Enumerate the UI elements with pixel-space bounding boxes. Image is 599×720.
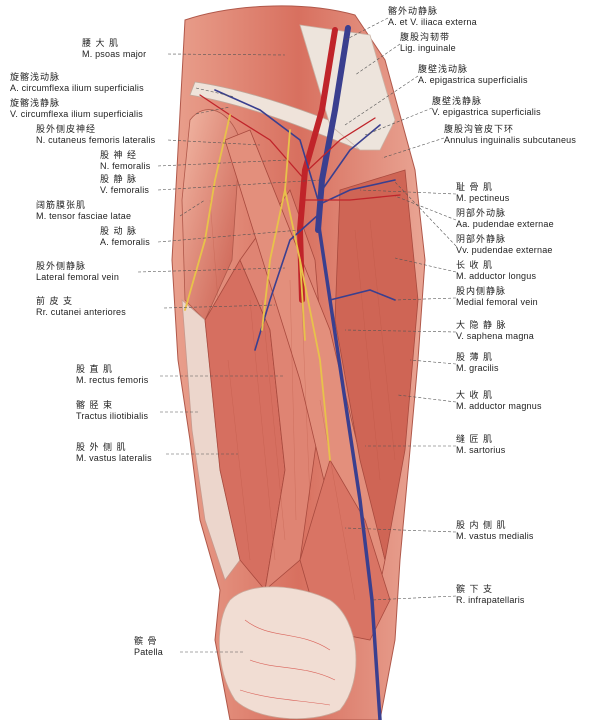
femoral-artery [296, 27, 338, 303]
patella-bone [218, 586, 357, 720]
great-saphenous-vein [316, 218, 382, 720]
nerves [184, 114, 331, 461]
patellar-vessels [239, 619, 336, 706]
femoral-vein [315, 25, 351, 233]
